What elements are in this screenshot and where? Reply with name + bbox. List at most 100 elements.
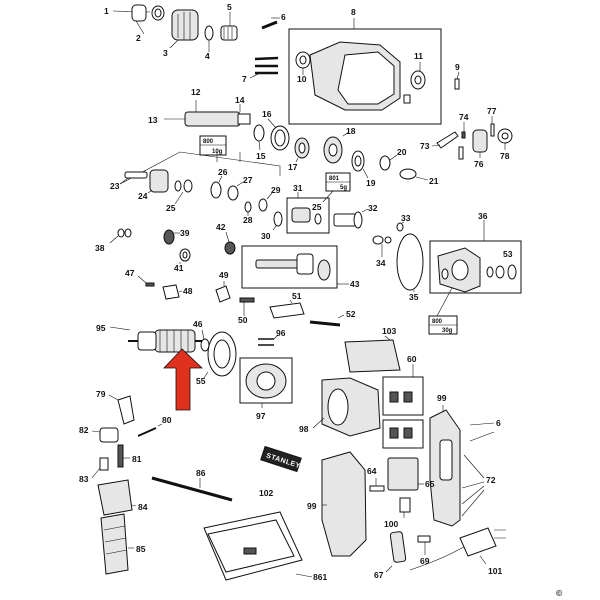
label-49: 49 <box>219 270 229 280</box>
label-26: 26 <box>218 167 228 177</box>
part-6b-screws <box>469 422 495 442</box>
part-72-screws <box>461 454 485 517</box>
part-50-spring <box>239 297 255 316</box>
part-65-switch <box>387 457 424 491</box>
part-85-grip <box>100 513 134 575</box>
part-103-cover <box>344 335 401 373</box>
label-81: 81 <box>132 454 142 464</box>
label-31: 31 <box>293 183 303 193</box>
part-41-bearing <box>179 248 191 264</box>
part-95-armature <box>109 326 205 353</box>
part-8-gear-housing <box>295 41 426 111</box>
label-42: 42 <box>216 222 226 232</box>
label-73: 73 <box>420 141 430 151</box>
part-47-screw <box>137 275 155 287</box>
part-78-knob <box>497 128 513 150</box>
label-13: 13 <box>148 115 158 125</box>
label-33: 33 <box>401 213 411 223</box>
label-11: 11 <box>414 51 423 61</box>
label-4: 4 <box>205 51 210 61</box>
label-29: 29 <box>271 185 281 195</box>
part-64-screw <box>369 478 385 492</box>
part-55-baffle <box>203 331 237 379</box>
part-36-box <box>429 240 522 294</box>
part-23-spring-pin <box>119 171 148 185</box>
part-20-ring <box>379 154 398 171</box>
part-76-knob <box>472 129 488 158</box>
part-7-pins <box>249 56 279 79</box>
part-6-pin <box>261 17 280 30</box>
label-27: 27 <box>243 175 253 185</box>
label-47: 47 <box>125 268 135 278</box>
label-67: 67 <box>374 570 384 580</box>
part-4-washer <box>204 25 214 52</box>
part-75-screw <box>458 146 464 160</box>
label-10: 10 <box>297 74 307 84</box>
grease-note-3-qty: 30g <box>442 328 453 334</box>
label-25: 25 <box>166 203 176 213</box>
part-5-spring <box>220 12 238 41</box>
label-84: 84 <box>138 502 148 512</box>
grease-note-3-code: 800 <box>432 319 443 325</box>
label-25b: 25 <box>312 202 322 212</box>
part-17-gear <box>294 137 310 163</box>
part-99-handle-housing <box>429 405 461 527</box>
part-36-crank-housing <box>437 247 517 293</box>
label-34: 34 <box>376 258 386 268</box>
label-48: 48 <box>183 286 193 296</box>
label-100: 100 <box>384 519 398 529</box>
label-21: 21 <box>429 176 439 186</box>
label-32: 32 <box>368 203 378 213</box>
part-97-brush-holder <box>245 363 287 399</box>
part-13-spindle <box>164 100 251 127</box>
label-85: 85 <box>136 544 146 554</box>
label-99: 99 <box>437 393 447 403</box>
part-77-pin <box>490 116 495 137</box>
label-69: 69 <box>420 556 430 566</box>
label-35: 35 <box>409 292 419 302</box>
label-9: 9 <box>455 62 460 72</box>
label-38: 38 <box>95 243 105 253</box>
label-46: 46 <box>193 319 203 329</box>
part-52-rod <box>309 314 345 327</box>
label-7: 7 <box>242 74 247 84</box>
label-17: 17 <box>288 162 298 172</box>
label-55: 55 <box>196 376 206 386</box>
label-52: 52 <box>346 309 356 319</box>
label-6: 6 <box>281 12 286 22</box>
part-46-bearing <box>200 329 210 352</box>
part-84-handle-bracket <box>97 479 137 516</box>
part-1-ring <box>112 5 165 21</box>
grease-note-2 <box>322 172 351 203</box>
label-12: 12 <box>191 87 201 97</box>
part-39-bearing <box>163 229 180 245</box>
label-64: 64 <box>367 466 377 476</box>
grease-note-1-qty: 10g <box>212 149 223 155</box>
part-21-o-ring <box>399 168 429 181</box>
label-74: 74 <box>459 112 469 122</box>
label-36: 36 <box>478 211 488 221</box>
label-83: 83 <box>79 474 89 484</box>
part-69-clamp <box>417 535 431 555</box>
part-24-cylinder <box>147 169 169 194</box>
label-102: 102 <box>259 488 273 498</box>
part-42-bearing <box>224 231 236 255</box>
part-3-chuck-sleeve <box>169 9 199 49</box>
red-arrow <box>163 348 204 411</box>
label-14: 14 <box>235 95 245 105</box>
label-79: 79 <box>96 389 106 399</box>
part-100-terminal <box>399 497 411 518</box>
label-16: 16 <box>262 109 272 119</box>
grease-note-texts: 800 10g 801 5g 800 30g <box>203 139 453 334</box>
label-24: 24 <box>138 191 148 201</box>
part-2-collar <box>131 4 147 35</box>
label-3: 3 <box>163 48 168 58</box>
part-32-piston-rod <box>333 208 369 229</box>
part-43-gear-shaft <box>255 253 331 281</box>
label-23: 23 <box>110 181 120 191</box>
part-30-ring <box>272 211 283 231</box>
label-80: 80 <box>162 415 172 425</box>
part-81-rod <box>117 444 130 468</box>
